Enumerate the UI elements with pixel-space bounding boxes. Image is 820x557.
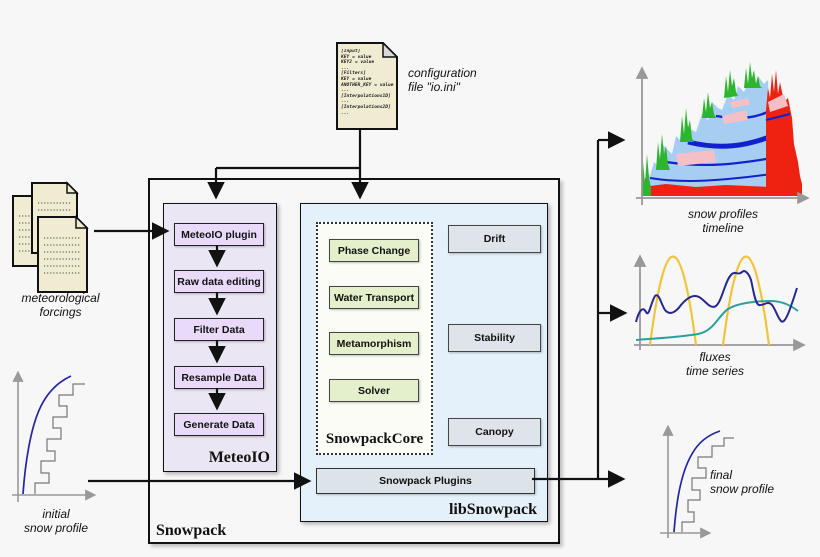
stacked-documents-icon	[12, 181, 89, 293]
snowpackcore-label: SnowpackCore	[325, 431, 424, 447]
side-module-drift: Drift	[448, 225, 541, 253]
timeline-caption: snow profiles timeline	[687, 207, 759, 235]
timeline-red-band	[644, 178, 772, 196]
meteoio-step-plugin: MeteoIO plugin	[174, 223, 264, 246]
core-module-solver: Solver	[329, 379, 419, 402]
core-module-phase-change: Phase Change	[329, 239, 419, 262]
timeline-blue-in-red	[765, 113, 791, 121]
profile-curve	[22, 375, 72, 495]
layer-steps-line	[681, 437, 734, 532]
meteoio-step-resample-data: Resample Data	[174, 366, 264, 389]
initial-profile-chart	[3, 362, 108, 507]
document-icon	[336, 42, 398, 130]
met-forcings-icons	[10, 180, 100, 295]
timeline-red-mass	[766, 70, 802, 196]
snowpackcore-box: Phase Change Water Transport Metamorphis…	[316, 222, 433, 455]
meteoio-step-filter-data: Filter Data	[174, 318, 264, 341]
core-module-metamorphism: Metamorphism	[329, 332, 419, 355]
meteoio-panel: MeteoIO plugin Raw data editing Filter D…	[163, 203, 277, 472]
profile-curve	[673, 430, 721, 533]
timeline-new-snow-spikes	[641, 62, 762, 196]
timeline-pink-layers	[676, 98, 750, 166]
timeline-pink-in-red	[768, 94, 788, 112]
core-module-water-transport: Water Transport	[329, 286, 419, 309]
flux-series-gold	[648, 255, 771, 346]
side-module-canopy: Canopy	[448, 418, 541, 446]
configuration-file-icon: [Input] KEY = value KEY2 = value ... [Fi…	[336, 42, 398, 130]
config-file-contents: [Input] KEY = value KEY2 = value ... [Fi…	[341, 49, 394, 116]
layer-steps-line	[34, 383, 85, 494]
side-module-stability: Stability	[448, 324, 541, 352]
flux-series-navy	[635, 270, 798, 323]
meteoio-step-generate-data: Generate Data	[174, 413, 264, 436]
met-forcings-caption: meteorological forcings	[21, 291, 100, 319]
initial-profile-caption: initial snow profile	[23, 507, 89, 535]
configuration-file-caption: configuration file "io.ini"	[408, 66, 477, 94]
flux-series-teal	[635, 299, 799, 341]
snowpack-label: Snowpack	[156, 522, 227, 539]
meteoio-step-raw-data-editing: Raw data editing	[174, 270, 264, 293]
fluxes-caption: fluxes time series	[685, 350, 744, 378]
fluxes-chart	[626, 248, 811, 353]
libsnowpack-panel: Phase Change Water Transport Metamorphis…	[300, 203, 548, 522]
snowpack-plugins-bar: Snowpack Plugins	[316, 468, 535, 494]
libsnowpack-label: libSnowpack	[448, 501, 537, 518]
final-profile-chart	[628, 418, 758, 546]
final-profile-caption: final snow profile	[710, 468, 775, 496]
snowpack-box: Snowpack	[148, 178, 560, 544]
timeline-chart	[626, 58, 816, 208]
meteoio-label: MeteoIO	[208, 449, 270, 466]
